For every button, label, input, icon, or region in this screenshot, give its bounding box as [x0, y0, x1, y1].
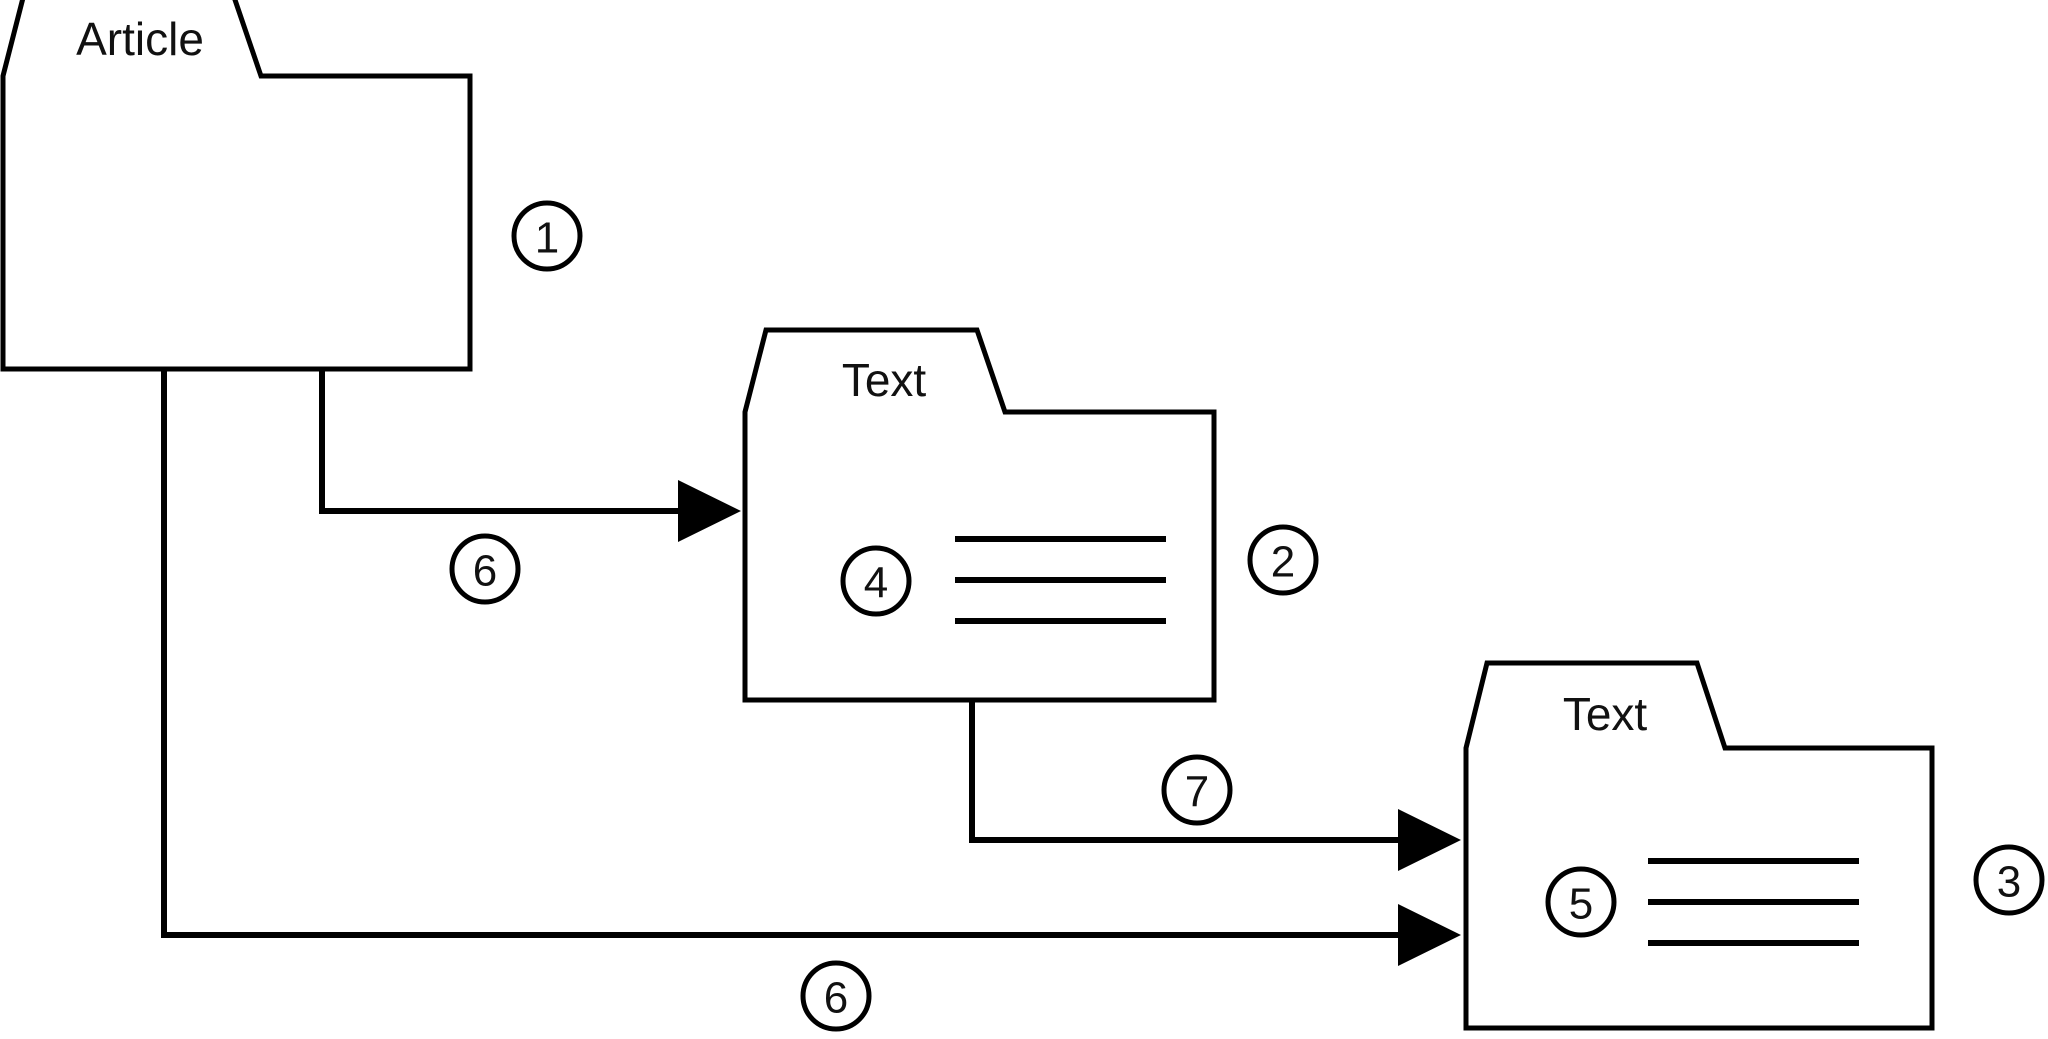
badge-three[interactable]: 3 [1973, 844, 2045, 916]
badge-six-upper-label: 6 [473, 547, 497, 596]
arrowhead-icon [1398, 904, 1461, 966]
badge-four-circle [840, 545, 912, 617]
badge-two-circle [1247, 524, 1319, 596]
badge-five[interactable]: 5 [1545, 866, 1617, 938]
edge-article-to-text-middle[interactable] [319, 369, 741, 542]
edge-text-middle-to-text-lower[interactable] [969, 700, 1461, 871]
badge-four[interactable]: 4 [840, 545, 912, 617]
text-folder-middle-label: Text [842, 354, 927, 406]
node-text-folder-middle[interactable]: Text 4 [742, 327, 1217, 703]
badge-six-lower-label: 6 [824, 974, 848, 1023]
badge-two[interactable]: 2 [1247, 524, 1319, 596]
edge-text-middle-to-text-lower-path [969, 700, 1401, 843]
arrowhead-icon [678, 480, 741, 542]
badge-three-label: 3 [1997, 858, 2021, 907]
article-folder-label: Article [76, 13, 204, 65]
badge-six-upper-circle [449, 533, 521, 605]
badge-five-circle [1545, 866, 1617, 938]
badge-seven-label: 7 [1185, 768, 1209, 817]
arrowhead-icon [1398, 809, 1461, 871]
badge-two-label: 2 [1271, 538, 1295, 587]
text-folder-lower-rules [1648, 858, 1859, 946]
badge-six-lower[interactable]: 6 [800, 960, 872, 1032]
badge-four-label: 4 [864, 559, 888, 608]
text-folder-middle-rules [955, 536, 1166, 624]
badge-one-label: 1 [535, 214, 559, 263]
badge-one[interactable]: 1 [511, 200, 583, 272]
folder-icon [742, 327, 1217, 703]
badge-five-label: 5 [1569, 880, 1593, 929]
edge-article-to-text-middle-path [319, 369, 681, 514]
badge-six-upper[interactable]: 6 [449, 533, 521, 605]
badge-seven[interactable]: 7 [1161, 754, 1233, 826]
node-text-folder-lower[interactable]: Text 5 [1463, 660, 1935, 1031]
edge-article-to-text-lower-path [161, 369, 1401, 938]
badge-six-lower-circle [800, 960, 872, 1032]
badge-three-circle [1973, 844, 2045, 916]
edge-article-to-text-lower[interactable] [161, 369, 1461, 966]
folder-icon [0, 0, 473, 372]
folder-icon [1463, 660, 1935, 1031]
node-article-folder[interactable]: Article [0, 0, 473, 372]
text-folder-lower-label: Text [1563, 688, 1648, 740]
badge-seven-circle [1161, 754, 1233, 826]
badge-one-circle [511, 200, 583, 272]
